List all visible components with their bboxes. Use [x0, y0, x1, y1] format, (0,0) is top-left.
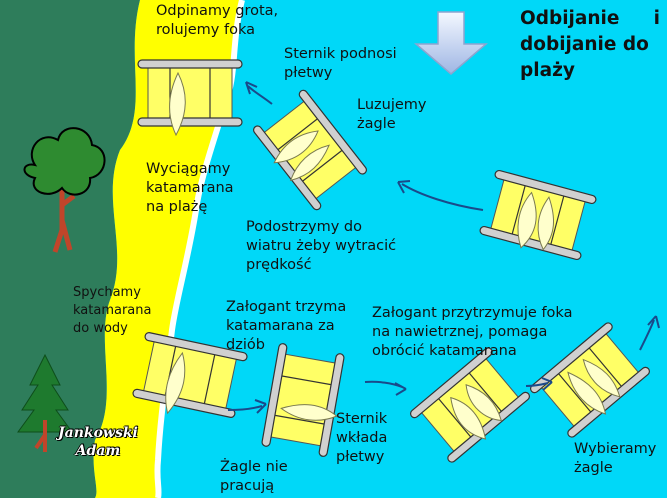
title-line-3: plaży — [520, 60, 575, 81]
diagram-title: Odbijanie i dobijanie do plaży — [520, 6, 660, 84]
tree-icon — [23, 127, 106, 253]
boat-arriving — [478, 169, 598, 261]
step-label-ease-sails: Luzujemy żagle — [357, 97, 427, 132]
direction-arrow-icon — [227, 81, 660, 414]
boat-pushed-off — [131, 331, 249, 419]
pine-tree-icon — [17, 353, 73, 452]
step-label-hold-bow: Załogant trzyma katamarana za dziób — [226, 299, 347, 353]
title-word-1: Odbijanie — [520, 8, 620, 29]
step-label-insert-fins: Sternik wkłada płetwy — [336, 411, 388, 465]
step-label-raise-fins: Sternik podnosi płetwy — [284, 46, 397, 81]
boat-departing — [528, 320, 652, 440]
step-label-crew-holds-jib: Załogant przytrzymuje foka na nawietrzne… — [372, 305, 573, 359]
boat-turning — [408, 345, 532, 465]
boat-heading-to-beach — [251, 88, 369, 212]
title-word-2: i — [653, 8, 660, 29]
step-label-unrig: Odpinamy grota, rolujemy foka — [156, 3, 279, 38]
step-label-pull-up-beach: Wyciągamy katamarana na plażę — [146, 161, 234, 215]
title-line-2: dobijanie do — [520, 34, 649, 55]
wind-arrow-icon — [413, 11, 489, 75]
step-label-head-up: Podostrzymy do wiatru żeby wytracić pręd… — [246, 219, 397, 273]
step-label-push-off: Spychamy katamarana do wody — [73, 285, 152, 336]
author-signature: Jankowski Adam — [58, 425, 138, 459]
boat-held-at-bow — [260, 342, 346, 458]
boat-beached — [137, 59, 243, 137]
step-label-sails-idle: Żagle nie pracują — [220, 459, 288, 494]
step-label-sheet-in: Wybieramy żagle — [574, 441, 657, 476]
